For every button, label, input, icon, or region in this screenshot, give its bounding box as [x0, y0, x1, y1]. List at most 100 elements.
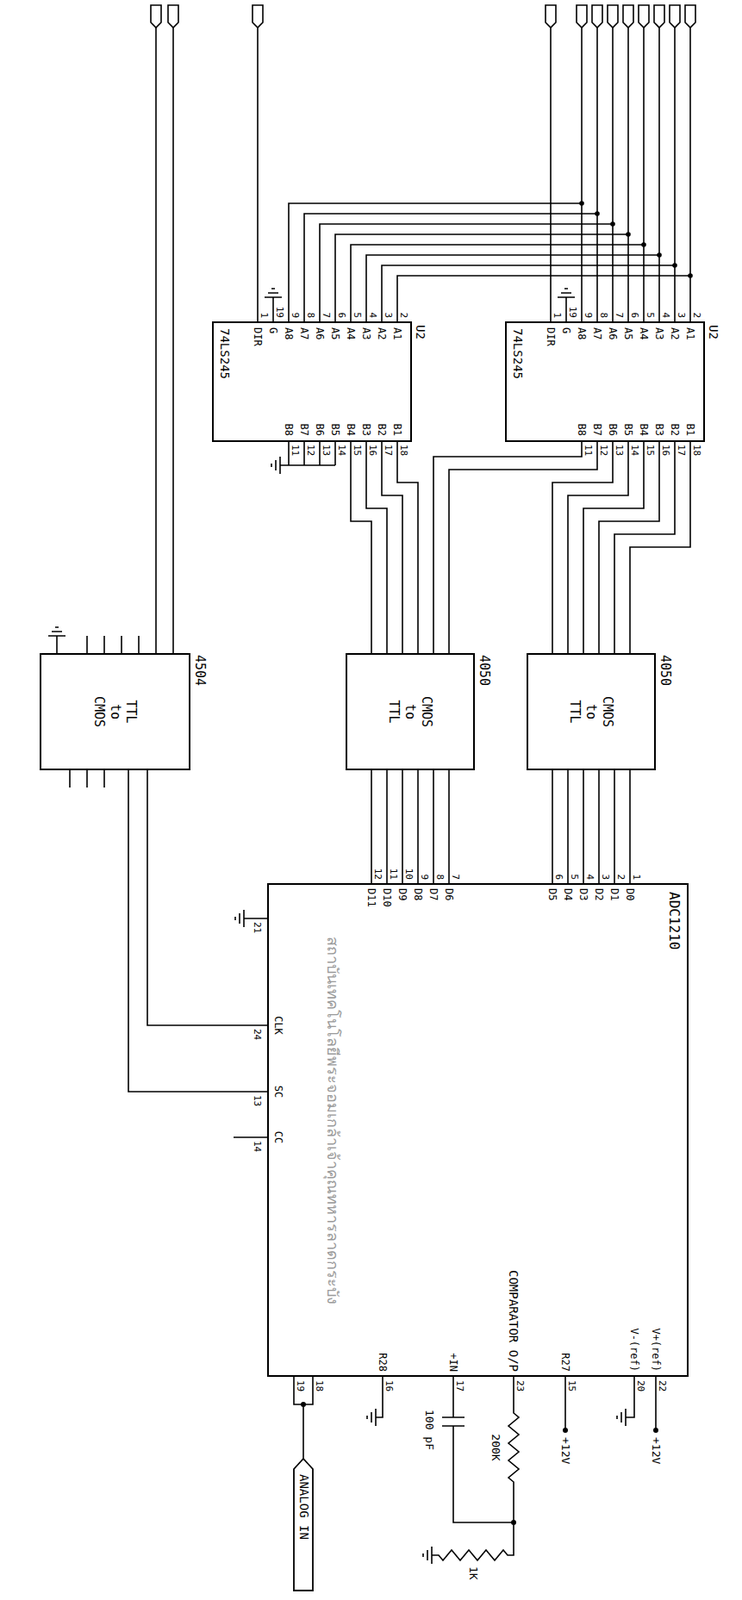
pin-name: B8 [283, 424, 294, 437]
pin-number: 3 [676, 311, 686, 318]
signal-wire [448, 442, 598, 654]
pin-number: 4 [585, 873, 595, 880]
pin-number: 12 [305, 444, 316, 456]
pin-number: 1 [259, 311, 269, 318]
unused-pin-stubs [48, 627, 139, 788]
pin-name: A6 [607, 327, 618, 340]
signal-wire [582, 770, 585, 884]
pin-name: B7 [592, 424, 603, 437]
pin-name: G [561, 327, 572, 334]
pin-name: A1 [685, 327, 696, 340]
pin-name: A6 [314, 327, 325, 340]
pin-name: V-(ref) [629, 1328, 640, 1372]
pin-number: 14 [629, 444, 640, 456]
pin-name: R27 [560, 1353, 571, 1372]
pin-name: R28 [377, 1353, 388, 1372]
component-name: ADC1210 [666, 891, 682, 950]
signal-wire [128, 770, 268, 1092]
pin-name: A3 [654, 327, 665, 340]
buffer-box: 4050CMOS to TTL [526, 653, 656, 771]
component-value: 100 pF [424, 1409, 436, 1451]
input-connector: ANALOG IN [293, 1459, 314, 1592]
signal-wire [567, 770, 569, 884]
reference-wires [565, 1377, 656, 1431]
power-label: +12V [560, 1437, 572, 1465]
pin-name: A2 [376, 327, 387, 340]
pin-number: 20 [636, 1380, 646, 1392]
pin-number: 5 [645, 311, 655, 318]
pin-name: DIR [252, 327, 263, 347]
component-name: 4504 [193, 654, 208, 686]
pin-name: D5 [547, 888, 558, 901]
signal-wire [381, 442, 403, 654]
pin-name: A4 [345, 327, 356, 340]
pin-name: SC [273, 1085, 284, 1098]
capacitor-symbol [442, 1377, 514, 1523]
pin-number: 14 [252, 1141, 262, 1153]
component-value: 1K [467, 1566, 480, 1581]
pin-name: +IN [448, 1353, 459, 1372]
clock-input-wires [155, 27, 174, 654]
component-type: CMOS to TTL [386, 696, 435, 728]
pin-number: 18 [399, 444, 409, 456]
signal-wire [551, 770, 554, 884]
pin-number: 15 [352, 444, 362, 456]
junction-dots [300, 200, 693, 1526]
pin-name: D2 [593, 888, 605, 901]
pin-number: 11 [290, 444, 300, 456]
pin-name: D7 [428, 888, 439, 901]
signal-wire [417, 770, 419, 884]
pin-number: 16 [384, 1380, 394, 1392]
pin-name: B6 [607, 424, 618, 437]
pin-name: A5 [330, 327, 341, 340]
signal-wire [598, 770, 600, 884]
signal-wire [397, 442, 418, 654]
pin-name: A8 [283, 327, 294, 340]
bus-connectors [150, 5, 696, 28]
pin-number: 12 [598, 444, 609, 456]
pin-number: 12 [373, 868, 383, 880]
watermark-text: สถาบันเทคโนโลยีพระจอมเกล้าเจ้าคุณทหารลาด… [322, 936, 343, 1305]
pin-number: 13 [252, 1095, 262, 1107]
component-name: U2 [706, 324, 720, 340]
pin-name: G [268, 327, 279, 334]
pin-number: 14 [336, 444, 347, 456]
pin-number: 1 [631, 873, 642, 880]
pin-number: 9 [290, 311, 300, 318]
pin-name: B8 [576, 424, 587, 437]
pin-number: 11 [583, 444, 593, 456]
adc-bottom-pins [233, 910, 268, 1138]
pin-number: 6 [554, 873, 564, 880]
pin-name: D11 [366, 888, 377, 908]
ground-symbols [264, 288, 575, 322]
pin-number: 16 [660, 444, 671, 456]
pin-name: DIR [545, 327, 556, 347]
pin-name: A4 [638, 327, 649, 340]
pin-name: B6 [314, 424, 325, 437]
pin-number: 23 [515, 1380, 525, 1392]
pin-number: 15 [567, 1380, 577, 1392]
signal-wire [629, 770, 631, 884]
pin-number: 8 [435, 873, 445, 880]
component-type: 74LS245 [511, 328, 524, 380]
signal-wire [350, 442, 372, 654]
pin-name: B5 [330, 424, 341, 437]
pin-name: D9 [397, 888, 408, 901]
pin-name: B1 [685, 424, 696, 437]
pin-number: 9 [583, 311, 593, 318]
signal-wire [366, 442, 387, 654]
pin-name: A7 [299, 327, 310, 340]
ground-symbol [367, 1377, 383, 1427]
pin-number: 2 [616, 873, 626, 880]
pin-number: 9 [419, 873, 430, 880]
pin-number: 5 [352, 311, 362, 318]
pin-number: 6 [629, 311, 640, 318]
signal-wire [386, 770, 388, 884]
connector-shape [293, 1459, 313, 1591]
buffer-box: 4504TTL to CMOS [39, 653, 191, 771]
component-type: CMOS to TTL [567, 696, 616, 728]
pin-number: 17 [383, 444, 393, 456]
signal-wire [147, 770, 268, 1026]
pin-number: 5 [569, 873, 580, 880]
pin-name: V+(ref) [650, 1328, 661, 1372]
